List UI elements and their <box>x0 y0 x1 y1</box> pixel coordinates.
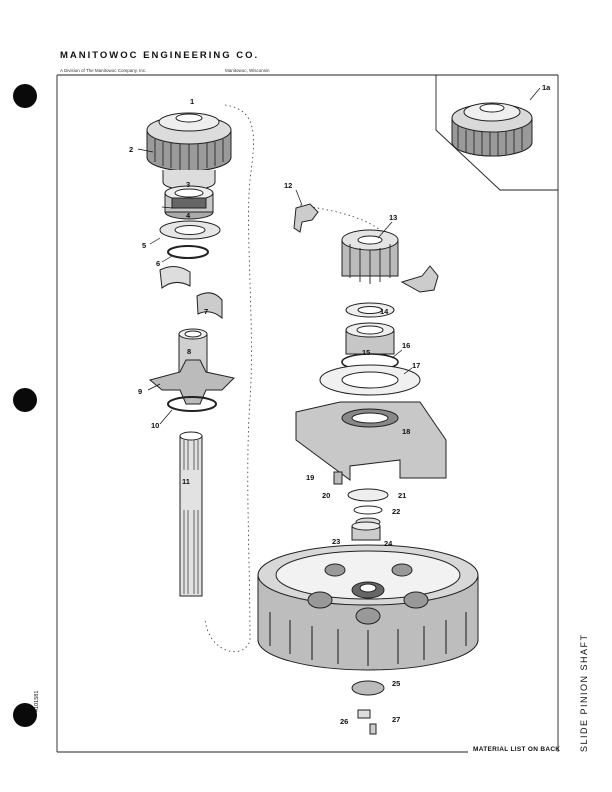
footer-note: MATERIAL LIST ON BACK <box>473 746 561 753</box>
callout-25: 25 <box>392 679 400 688</box>
shift-fork <box>400 265 439 293</box>
callout-9: 9 <box>138 387 142 396</box>
callout-7: 7 <box>204 307 208 316</box>
callout-17: 17 <box>412 361 420 370</box>
callout-16: 16 <box>402 341 410 350</box>
binder-hole-top <box>13 84 37 108</box>
location-line: Manitowoc, Wisconsin <box>225 68 270 73</box>
callout-6: 6 <box>156 259 160 268</box>
lock-26-27 <box>357 709 377 735</box>
callout-22: 22 <box>392 507 400 516</box>
bearing-15 <box>345 322 395 355</box>
callout-2: 2 <box>129 145 133 154</box>
company-name: MANITOWOC ENGINEERING CO. <box>60 50 260 61</box>
callout-11: 11 <box>182 477 190 486</box>
washer-14 <box>345 302 395 318</box>
bevel-gear-inset <box>451 102 533 157</box>
plate-25 <box>351 680 385 696</box>
washer-5 <box>159 220 221 240</box>
callout-19: 19 <box>306 473 314 482</box>
callout-14: 14 <box>380 307 389 316</box>
callout-5: 5 <box>142 241 146 250</box>
shift-fork-12 <box>293 203 319 233</box>
callout-10: 10 <box>151 421 159 430</box>
callout-4: 4 <box>186 211 191 220</box>
rings-20-22 <box>347 488 389 527</box>
callout-3: 3 <box>186 180 190 189</box>
binder-hole-bottom <box>13 703 37 727</box>
drum <box>257 544 479 671</box>
callout-27: 27 <box>392 715 400 724</box>
callout-24: 24 <box>384 539 393 548</box>
ring-16-17 <box>319 353 421 396</box>
inset-box <box>435 75 558 191</box>
side-title: SLIDE PINION SHAFT <box>579 633 589 752</box>
assembly-path <box>204 104 254 653</box>
division-line: A Division of The Manitowoc Company, Inc… <box>60 68 147 73</box>
callout-labels: 1 1a 2 3 4 5 6 7 8 9 10 11 12 13 14 15 1… <box>129 83 551 726</box>
leader-lines <box>137 87 541 425</box>
bearing-3-4 <box>164 185 214 220</box>
callout-18: 18 <box>402 427 410 436</box>
bolt-19 <box>333 471 343 485</box>
ring-6 <box>167 245 209 259</box>
callout-12: 12 <box>284 181 292 190</box>
callout-20: 20 <box>322 491 330 500</box>
ring-10 <box>167 396 217 412</box>
callout-8: 8 <box>187 347 191 356</box>
callout-26: 26 <box>340 717 348 726</box>
page-frame <box>56 74 559 753</box>
bevel-gear-2 <box>146 112 232 191</box>
housing-18 <box>295 401 447 481</box>
binder-hole-middle <box>13 388 37 412</box>
callout-23: 23 <box>332 537 340 546</box>
gear-13 <box>341 229 399 284</box>
spider-9 <box>148 359 236 405</box>
document-number: 4101581 <box>34 690 40 712</box>
callout-21: 21 <box>398 491 406 500</box>
shaft-11 <box>179 431 203 597</box>
split-collar-7 <box>159 266 223 320</box>
callout-15: 15 <box>362 348 370 357</box>
callout-1a: 1a <box>542 83 551 92</box>
hub-23-24 <box>351 521 381 541</box>
callout-1: 1 <box>190 97 194 106</box>
callout-13: 13 <box>389 213 397 222</box>
